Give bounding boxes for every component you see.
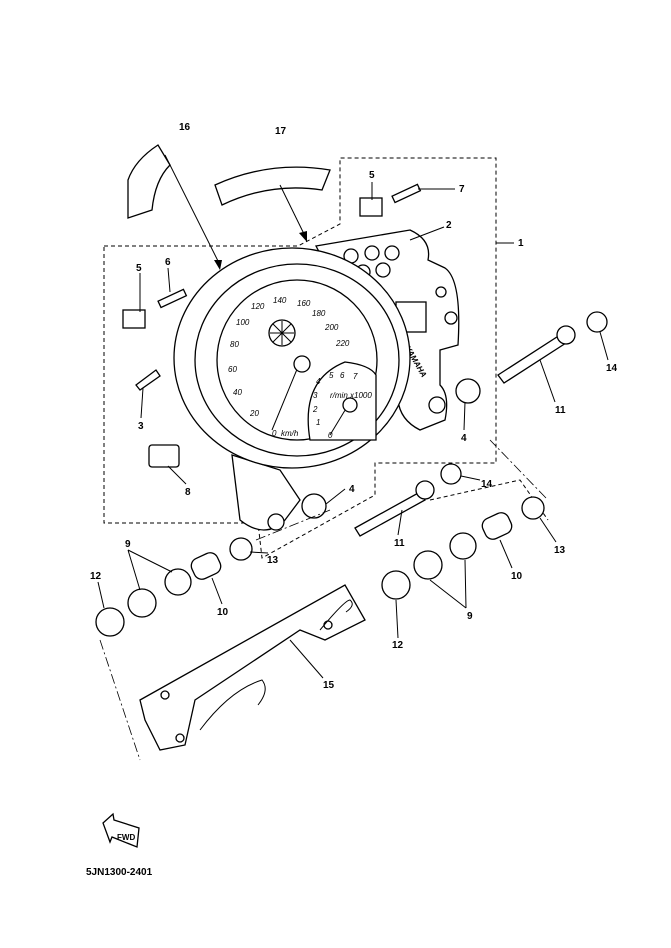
callout-9: 9 [467,611,473,622]
callout-17: 17 [275,126,287,137]
svg-text:5: 5 [329,371,334,380]
bolt-11b [354,491,426,537]
callout-4: 4 [349,484,355,495]
callout-11: 11 [555,405,566,416]
svg-text:1: 1 [316,418,320,427]
callout-16: 16 [179,122,191,133]
svg-text:4: 4 [316,377,321,386]
bracket-boundary [429,479,549,521]
callout-8: 8 [185,487,191,498]
svg-text:0: 0 [272,429,277,438]
callout-12: 12 [90,571,102,582]
svg-text:r/min x1000: r/min x1000 [330,391,372,400]
callout-14: 14 [481,479,493,490]
damper-12b [381,570,411,600]
callout-4: 4 [461,433,467,444]
callout-9: 9 [125,539,131,550]
callout-labels: 16 17 5 7 2 1 5 6 3 8 4 11 14 14 4 11 13… [90,122,618,691]
callout-6: 6 [165,257,171,268]
callout-5: 5 [136,263,142,274]
cap-14b [440,463,462,485]
svg-text:100: 100 [236,318,250,327]
collar-10a [190,552,222,580]
svg-text:180: 180 [312,309,326,318]
damper-9a [127,588,157,618]
callout-10: 10 [511,571,523,582]
svg-text:km/h: km/h [281,429,299,438]
cap-14a [586,311,608,333]
lens-cover-16 [127,144,171,219]
bulb-7 [391,183,422,204]
meter-assembly: YAMAHA 0 20 40 60 80 100 120 140 160 180… [173,229,460,531]
callout-13: 13 [267,555,279,566]
damper-9c [413,550,443,580]
socket-5b [359,197,383,217]
svg-text:20: 20 [249,409,259,418]
collar-4b [301,493,327,519]
svg-text:80: 80 [230,340,239,349]
svg-text:220: 220 [335,339,350,348]
screw-3 [135,369,161,391]
svg-text:0: 0 [328,431,333,440]
callout-1: 1 [518,238,524,249]
part-code: 5JN1300-2401 [86,867,153,878]
svg-text:6: 6 [340,371,345,380]
svg-text:2: 2 [312,405,318,414]
callout-2: 2 [446,220,452,231]
svg-text:40: 40 [233,388,242,397]
forward-arrow-icon: FWD [102,812,140,848]
svg-text:FWD: FWD [117,833,135,842]
callout-11: 11 [394,538,405,549]
damper-12a [95,607,125,637]
bulb-6 [157,288,188,309]
speedo-ticks: 0 20 40 60 80 100 120 140 160 180 200 22… [228,296,350,438]
grommet-8 [148,444,180,468]
bolt-11a [497,334,567,384]
callout-14: 14 [606,363,618,374]
assembly-boundary [103,157,497,559]
svg-text:3: 3 [313,391,318,400]
tacho-ticks: 0 1 2 3 4 5 6 7 r/min x1000 [312,371,372,440]
damper-9d [449,532,477,560]
svg-text:140: 140 [273,296,287,305]
damper-9b [164,568,192,596]
callout-15: 15 [323,680,335,691]
washer-13a [229,537,253,561]
callout-10: 10 [217,607,229,618]
svg-text:200: 200 [324,323,339,332]
lens-cover-17 [214,166,331,206]
svg-text:60: 60 [228,365,237,374]
collar-4a [455,378,481,404]
leader-lines [97,182,609,679]
callout-5: 5 [369,170,375,181]
bracket-15 [139,584,366,751]
callout-13: 13 [554,545,566,556]
svg-text:120: 120 [251,302,265,311]
callout-7: 7 [459,184,465,195]
callout-3: 3 [138,421,144,432]
svg-text:160: 160 [297,299,311,308]
svg-text:7: 7 [353,372,358,381]
socket-5a [122,309,146,329]
callout-12: 12 [392,640,404,651]
collar-10b [481,512,513,540]
washer-13b [521,496,545,520]
